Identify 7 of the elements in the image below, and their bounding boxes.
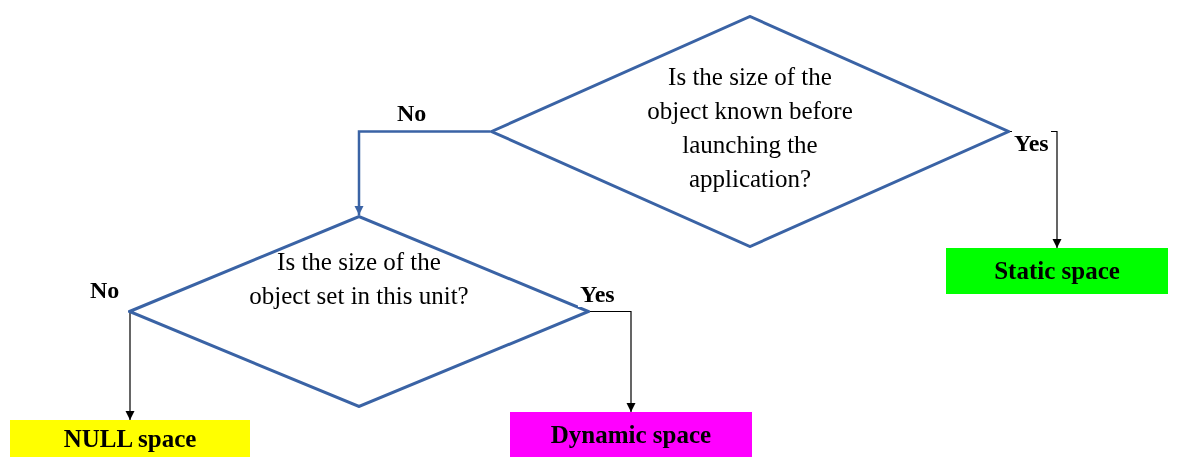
result-box: NULL space: [10, 420, 250, 457]
arrow: [354, 130, 490, 215]
arrow: [589, 310, 636, 413]
result-box: Static space: [946, 248, 1168, 294]
result-box: Dynamic space: [510, 412, 752, 457]
decision-text: Is the size of the object known before launching the application?: [646, 62, 854, 194]
decision-text: Is the size of the object set in this unit?: [248, 247, 470, 311]
